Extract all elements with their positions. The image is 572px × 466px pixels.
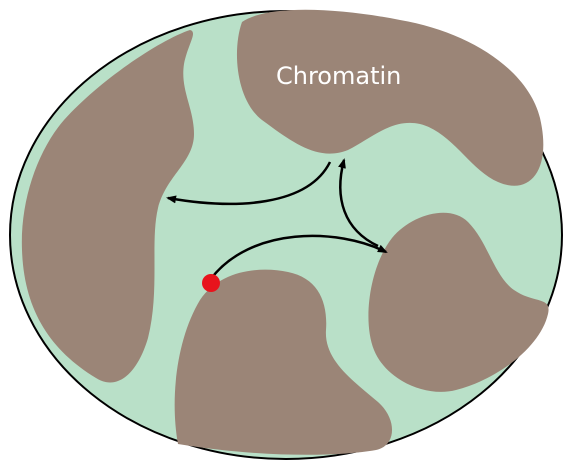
arrow-to-top-domain (338, 158, 379, 248)
chromatin-domain-left (21, 30, 194, 383)
arrow-to-right-domain (208, 234, 388, 281)
arrow-to-left-domain (166, 161, 332, 206)
chromatin-label: Chromatin (276, 62, 401, 90)
red-particle (202, 274, 220, 292)
chromatin-domain-top (236, 9, 544, 186)
chromatin-domain-right (368, 212, 549, 392)
chromatin-domain-bottom (174, 269, 393, 455)
